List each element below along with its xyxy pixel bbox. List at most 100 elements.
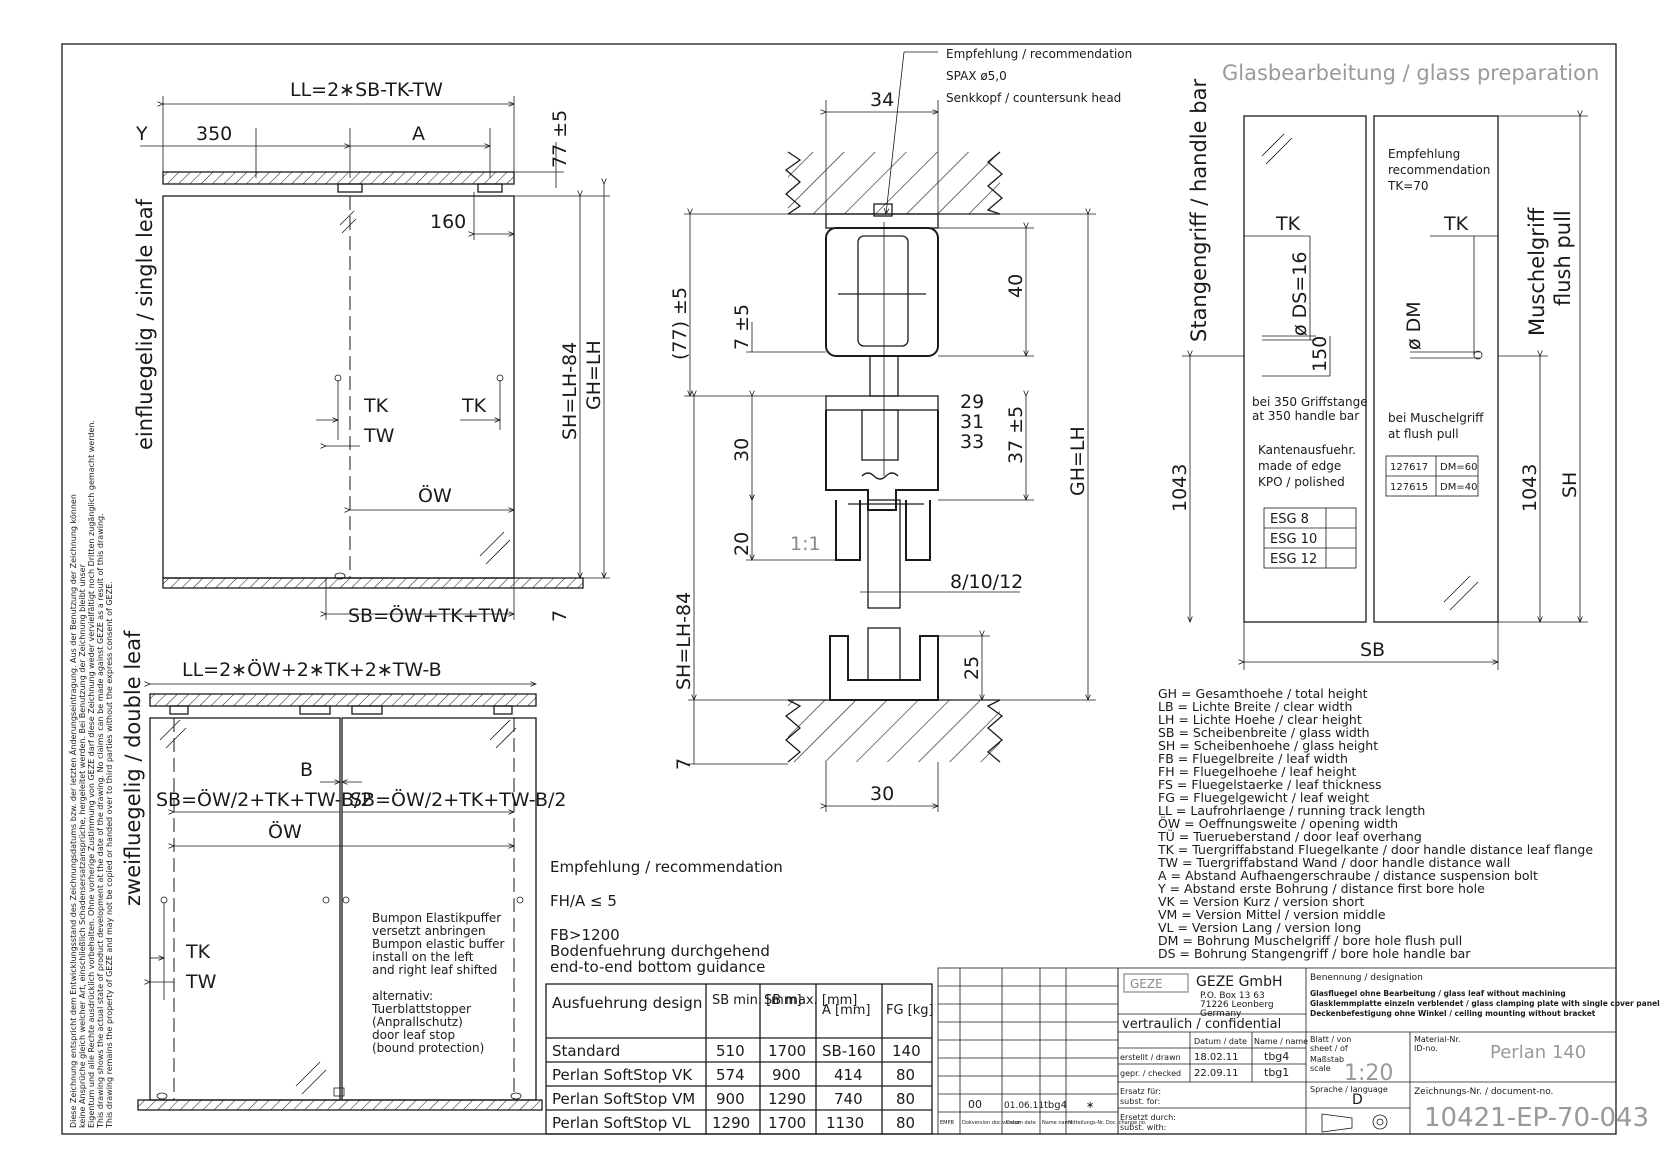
- spec-header-sbmax: SB max. [mm]: [764, 993, 857, 1008]
- esg-8: ESG 8: [1270, 512, 1309, 527]
- section-7b-label: 7: [673, 758, 695, 770]
- spec-row2-sbmax: 900: [772, 1066, 801, 1084]
- legend-line: A = Abstand Aufhaengerschraube / distanc…: [1158, 868, 1538, 883]
- spec-row2-sbmin: 574: [716, 1066, 745, 1084]
- spec-row1-sbmax: 1700: [768, 1042, 806, 1060]
- legend-line: FS = Fluegelstaerke / leaf thickness: [1158, 777, 1382, 792]
- spec-row2-a: 414: [834, 1066, 863, 1084]
- section-34-label: 34: [870, 89, 894, 111]
- abbreviation-legend: GH = Gesamthoehe / total height LB = Lic…: [1157, 686, 1593, 961]
- spec-table: Ausfuehrung design SB min. [mm] SB max. …: [545, 983, 934, 1135]
- section-gh-label: GH=LH: [1067, 426, 1089, 496]
- designation-1: Glasfluegel ohne Bearbeitung / glass lea…: [1310, 989, 1566, 998]
- single-7-label: 7: [549, 610, 571, 622]
- glass-tk-right: TK: [1443, 213, 1469, 235]
- legend-line: VM = Version Mittel / version middle: [1158, 907, 1386, 922]
- rec-title: Empfehlung / recommendation: [550, 858, 783, 876]
- geze-logo: GEZE: [1130, 977, 1163, 991]
- document-number: 10421-EP-70-043: [1424, 1103, 1649, 1133]
- glass-panel-left: [1243, 115, 1367, 623]
- spec-row3-fg: 80: [896, 1090, 915, 1108]
- section-40-label: 40: [1005, 274, 1027, 298]
- section-rec-2: SPAX ø5,0: [946, 69, 1007, 83]
- section-30v-label: 30: [731, 438, 753, 462]
- spec-row4-a: 1130: [826, 1114, 864, 1132]
- side-note: Diese Zeichnung entspricht dem Entwicklu…: [68, 420, 114, 1129]
- dm-row-2-val: DM=40: [1440, 482, 1477, 493]
- bei-350-1: bei 350 Griffstange: [1252, 395, 1368, 409]
- glass-1043-left: 1043: [1169, 464, 1191, 512]
- bumpon-line: versetzt anbringen: [372, 924, 486, 938]
- rec-2: recommendation: [1388, 163, 1490, 177]
- section-view: Empfehlung / recommendation SPAX ø5,0 Se…: [669, 47, 1132, 812]
- rev-header-date: Datum date: [1006, 1120, 1036, 1126]
- legend-line: SH = Scheibenhoehe / glass height: [1158, 738, 1378, 753]
- flush-pull-de: Muschelgriff: [1525, 207, 1549, 336]
- legend-line: FB = Fluegelbreite / leaf width: [1158, 751, 1348, 766]
- rec-3: TK=70: [1387, 179, 1429, 193]
- dm-row-1-val: DM=60: [1440, 462, 1477, 473]
- section-30h-label: 30: [870, 783, 894, 805]
- scale-value: 1:20: [1344, 1061, 1393, 1086]
- legend-line: DM = Bohrung Muschelgriff / bore hole fl…: [1158, 933, 1462, 948]
- spec-header-a: A [mm]: [822, 1003, 871, 1018]
- legend-line: VK = Version Kurz / version short: [1158, 894, 1364, 909]
- glass-panel-right: [1373, 115, 1499, 623]
- glass-sh-label: SH: [1559, 472, 1581, 498]
- designation-3: Deckenbefestigung ohne Winkel / ceiling …: [1310, 1009, 1596, 1018]
- legend-line: SB = Scheibenbreite / glass width: [1158, 725, 1370, 740]
- material-label-en: ID-no.: [1414, 1044, 1438, 1053]
- spec-row3-a: 740: [834, 1090, 863, 1108]
- double-ll-label: LL=2∗ÖW+2∗TK+2∗TW-B: [182, 658, 442, 681]
- spec-row3-design: Perlan SoftStop VM: [552, 1090, 695, 1108]
- bumpon-line: Bumpon Elastikpuffer: [372, 911, 501, 925]
- replacement-label-en: subst. for:: [1120, 1097, 1160, 1106]
- esg-12: ESG 12: [1270, 552, 1317, 567]
- glass-sb-label: SB: [1360, 639, 1385, 661]
- spec-row1-design: Standard: [552, 1042, 620, 1060]
- rec-floor-en: end-to-end bottom guidance: [550, 958, 765, 976]
- edge-3: KPO / polished: [1258, 475, 1345, 489]
- glass-150-label: 150: [1309, 336, 1331, 372]
- scale-label-en: scale: [1310, 1064, 1331, 1073]
- spec-row4-design: Perlan SoftStop VL: [552, 1114, 691, 1132]
- rev-date: 01.06.11: [1004, 1101, 1044, 1111]
- double-ow-label: ÖW: [268, 820, 302, 843]
- alternative-line: alternativ:: [372, 989, 433, 1003]
- title-block: 00 01.06.11 tbg4 ∗ EMPB Dokversion doc.v…: [937, 967, 1660, 1135]
- single-glass-panel: [162, 195, 515, 579]
- side-note-line: This drawing remains the property of GEZ…: [105, 581, 114, 1129]
- section-rec-3: Senkkopf / countersunk head: [946, 91, 1121, 105]
- checked-name: tbg1: [1264, 1066, 1289, 1079]
- double-sb-right: SB=ÖW/2+TK+TW-B/2: [350, 788, 566, 811]
- spec-row4-fg: 80: [896, 1114, 915, 1132]
- spec-header-design: Ausfuehrung design: [552, 994, 702, 1012]
- alternative-line: (bound protection): [372, 1041, 484, 1055]
- section-25-label: 25: [961, 656, 983, 680]
- rev-version: 00: [968, 1098, 982, 1111]
- glass-1043-right: 1043: [1519, 464, 1541, 512]
- name-label: Name / name: [1254, 1037, 1308, 1046]
- dm-row-2-id: 127615: [1390, 482, 1428, 493]
- bumpon-line: Bumpon elastic buffer: [372, 937, 505, 951]
- single-ow-label: ÖW: [418, 484, 452, 507]
- rev-change: ∗: [1086, 1100, 1094, 1111]
- single-tk-left: TK: [363, 395, 389, 417]
- glass-dm-label: ø DM: [1403, 301, 1425, 350]
- scale-label: Maßstab: [1310, 1055, 1344, 1064]
- side-note-line: Diese Zeichnung entspricht dem Entwicklu…: [68, 494, 78, 1128]
- bei-muschel-2: at flush pull: [1388, 427, 1459, 441]
- legend-line: DS = Bohrung Stangengriff / bore hole ha…: [1158, 946, 1471, 961]
- glass-ds-label: ø DS=16: [1289, 252, 1311, 336]
- legend-line: FH = Fluegelhoehe / leaf height: [1158, 764, 1357, 779]
- single-160-label: 160: [430, 211, 466, 233]
- spec-row4-sbmin: 1290: [712, 1114, 750, 1132]
- side-note-line: This drawing shows the actual state of p…: [96, 513, 105, 1129]
- spec-header-fg: FG [kg]: [886, 1003, 934, 1018]
- glass-tk-left: TK: [1275, 213, 1301, 235]
- legend-line: TK = Tuergriffabstand Fluegelkante / doo…: [1157, 842, 1593, 857]
- side-note-line: Eigentum und alle Rechte ausdrücklich vo…: [87, 420, 96, 1128]
- drawn-date: 18.02.11: [1194, 1052, 1239, 1063]
- glass-prep-title: Glasbearbeitung / glass preparation: [1222, 61, 1599, 85]
